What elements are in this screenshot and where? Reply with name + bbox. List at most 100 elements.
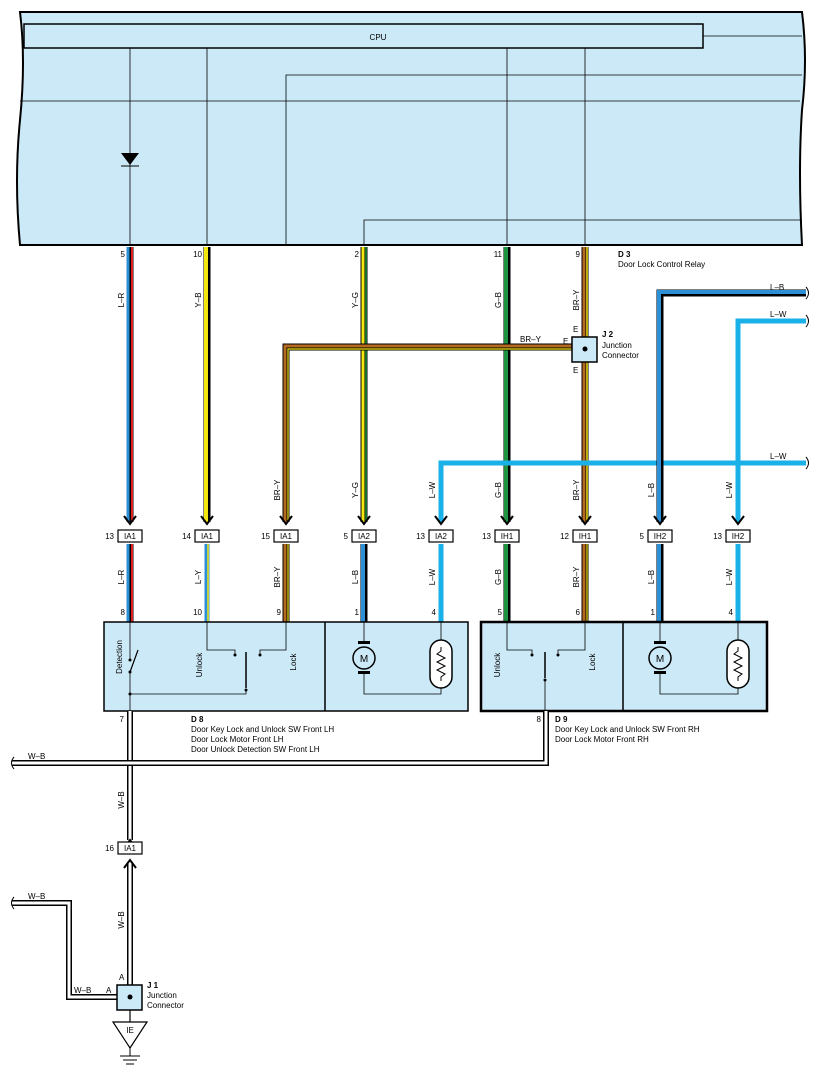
ground-label: IE bbox=[126, 1026, 134, 1035]
wire-label: G–B bbox=[494, 292, 503, 308]
upper-wire-labels: L–R Y–B Y–G G–B BR–Y bbox=[117, 289, 581, 311]
j1-junction-connector: A A J 1 Junction Connector bbox=[106, 973, 184, 1011]
connector-pin: 13 bbox=[713, 532, 722, 541]
connector-pin: 13 bbox=[416, 532, 425, 541]
connector-id: IA2 bbox=[435, 532, 448, 541]
wire-break-marks bbox=[11, 756, 15, 910]
wire-label: L–W bbox=[428, 481, 437, 498]
connector-arrows bbox=[123, 515, 745, 526]
d8-code: D 8 bbox=[191, 715, 204, 724]
d8-line: Door Unlock Detection SW Front LH bbox=[191, 745, 320, 754]
j2-pin: E bbox=[563, 337, 568, 346]
wire-label: L–B bbox=[351, 570, 360, 584]
connector-id: IA1 bbox=[124, 532, 137, 541]
wire-label-l-b: L–B bbox=[770, 283, 784, 292]
connector-pin: 12 bbox=[560, 532, 569, 541]
connector-pin: 13 bbox=[105, 532, 114, 541]
connector-pin: 16 bbox=[105, 844, 114, 853]
d9-pin-bottom: 8 bbox=[537, 715, 542, 724]
j1-name: Connector bbox=[147, 1001, 184, 1010]
connector-id: IA1 bbox=[124, 844, 137, 853]
connector-pin: 13 bbox=[482, 532, 491, 541]
connector-id: IH2 bbox=[654, 532, 667, 541]
wire-label: L–W bbox=[725, 568, 734, 585]
sw-label-detection: Detection bbox=[115, 640, 124, 674]
d8-line: Door Key Lock and Unlock SW Front LH bbox=[191, 725, 334, 734]
wire-label: L–R bbox=[117, 292, 126, 307]
cpu-label: CPU bbox=[370, 33, 387, 42]
j1-code: J 1 bbox=[147, 981, 159, 990]
d9-door-lock-assembly-rh: Unlock Lock M 8 D 9 Door Key Lock and Un… bbox=[479, 620, 769, 744]
connector-boxes: IA1 IA1 IA1 IA2 IA2 IH1 IH1 IH2 IH2 13 1… bbox=[105, 529, 751, 543]
wire-label-w-b: W–B bbox=[28, 892, 45, 901]
motor-icon bbox=[352, 646, 376, 670]
wire-label: Y–G bbox=[351, 482, 360, 498]
motor-label: M bbox=[360, 654, 368, 665]
wire-label-l-w: L–W bbox=[770, 452, 787, 461]
wire-label: BR–Y bbox=[572, 289, 581, 311]
wire-label: Y–B bbox=[194, 292, 203, 307]
device-pin: 5 bbox=[498, 608, 503, 617]
relay-pin: 11 bbox=[494, 250, 503, 259]
relay-pin: 10 bbox=[193, 250, 202, 259]
diode-icon bbox=[121, 153, 139, 165]
d9-line: Door Lock Motor Front RH bbox=[555, 735, 649, 744]
wire-label-w-b: W–B bbox=[74, 986, 91, 995]
connector-id: IH2 bbox=[732, 532, 745, 541]
connector-pin: 5 bbox=[344, 532, 349, 541]
relay-pin: 2 bbox=[355, 250, 360, 259]
relay-pin: 5 bbox=[121, 250, 126, 259]
d9-code: D 9 bbox=[555, 715, 568, 724]
d8-pin-bottom: 7 bbox=[120, 715, 125, 724]
wire-label: L–W bbox=[725, 481, 734, 498]
wire-label: BR–Y bbox=[273, 566, 282, 588]
wire-label: G–B bbox=[494, 482, 503, 498]
wire-label-br-y-horizontal: BR–Y bbox=[520, 335, 542, 344]
middle-wire-labels: BR–Y Y–G L–W G–B BR–Y L–B L–W bbox=[273, 479, 734, 501]
j1-pin: A bbox=[106, 986, 112, 995]
ia1-bottom-connector: IA1 16 bbox=[105, 838, 143, 869]
sw-label-lock: Lock bbox=[289, 653, 298, 671]
device-pin: 1 bbox=[355, 608, 360, 617]
j2-pin: E bbox=[573, 325, 578, 334]
j2-name: Junction bbox=[602, 341, 632, 350]
wire-label-w-b: W–B bbox=[117, 911, 126, 928]
wire-label: L–Y bbox=[194, 569, 203, 584]
relay-name: Door Lock Control Relay bbox=[618, 260, 705, 269]
wire-label: Y–G bbox=[351, 292, 360, 308]
lower-wire-labels: L–R L–Y BR–Y L–B L–W G–B BR–Y L–B L–W bbox=[117, 566, 734, 588]
wire-label-w-b: W–B bbox=[28, 752, 45, 761]
connector-id: IA1 bbox=[201, 532, 214, 541]
wire-label: BR–Y bbox=[572, 479, 581, 501]
d9-line: Door Key Lock and Unlock SW Front RH bbox=[555, 725, 700, 734]
device-pin: 8 bbox=[121, 608, 126, 617]
motor-icon bbox=[648, 646, 672, 670]
device-pin: 6 bbox=[576, 608, 581, 617]
connector-pin: 14 bbox=[182, 532, 191, 541]
sw-label-unlock: Unlock bbox=[195, 652, 204, 677]
relay-code: D 3 bbox=[618, 250, 631, 259]
wire-break-marks bbox=[805, 286, 809, 470]
device-pin: 4 bbox=[432, 608, 437, 617]
wire-label: L–W bbox=[428, 568, 437, 585]
d8-door-lock-assembly-lh: Detection Unlock Lock M 7 D 8 Door Key L… bbox=[103, 621, 469, 754]
connector-id: IH1 bbox=[579, 532, 592, 541]
j2-pin: E bbox=[573, 366, 578, 375]
connector-pin: 15 bbox=[261, 532, 270, 541]
relay-panel: CPU bbox=[16, 11, 806, 246]
ground-wiring bbox=[12, 711, 549, 1022]
device-pin: 10 bbox=[193, 608, 202, 617]
motor-label: M bbox=[656, 654, 664, 665]
device-pins: 8 10 9 1 4 5 6 1 4 bbox=[121, 608, 734, 617]
wires bbox=[126, 247, 806, 622]
j1-name: Junction bbox=[147, 991, 177, 1000]
sw-label-lock: Lock bbox=[588, 653, 597, 671]
wire-label-w-b: W–B bbox=[117, 791, 126, 808]
j2-junction-connector: E E E J 2 Junction Connector bbox=[563, 325, 639, 375]
wire-label: L–B bbox=[647, 570, 656, 584]
device-pin: 1 bbox=[651, 608, 656, 617]
device-pin: 4 bbox=[729, 608, 734, 617]
ground-icon: IE bbox=[111, 1021, 149, 1065]
sw-label-unlock: Unlock bbox=[493, 652, 502, 677]
j2-code: J 2 bbox=[602, 330, 614, 339]
